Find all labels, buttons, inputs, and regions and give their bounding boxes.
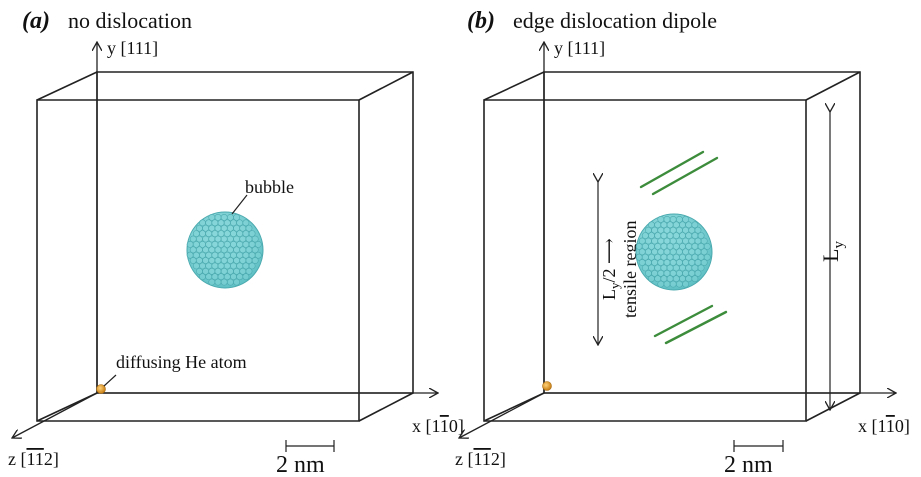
bubble-atom [226, 278, 234, 286]
bubble-atom [254, 251, 262, 259]
bubble-atom [214, 278, 222, 286]
bubble-atom [676, 280, 683, 288]
panel-a: (a) no dislocation y [111] x [110] z [11… [8, 8, 464, 477]
bubble-atom [694, 269, 702, 277]
ly-label: Ly [818, 241, 847, 262]
bubble-atom [691, 221, 699, 229]
bubble-atom [700, 237, 708, 245]
y-axis-label-a: y [111] [107, 38, 158, 58]
bubble-atom [657, 280, 665, 288]
scale-label-b: 2 nm [724, 452, 773, 477]
bubble-atom [663, 280, 671, 288]
bubble-atom [242, 219, 250, 227]
bubble-label: bubble [245, 177, 294, 197]
bubble-atom [233, 213, 240, 221]
scale-label-a: 2 nm [276, 452, 325, 477]
he-atom-label: diffusing He atom [116, 352, 247, 372]
bubble-atom [697, 232, 705, 239]
bubble-atom [233, 278, 240, 286]
bubble-atom [648, 275, 655, 283]
scale-bar-a [285, 440, 335, 452]
bubble-atom [245, 267, 253, 275]
panel-a-label: (a) [22, 8, 50, 34]
bubble-atom [691, 275, 699, 283]
panel-b-label: (b) [467, 8, 495, 34]
y-axis-label-b: y [111] [554, 38, 605, 58]
bubble-atom [700, 259, 708, 266]
bubble-atom [682, 215, 689, 223]
panel-b-title: edge dislocation dipole [513, 8, 717, 33]
z-axis-arrow-b [459, 392, 545, 438]
he-atom-a [96, 384, 106, 394]
bubble-atom [251, 257, 259, 264]
bubble-atom [703, 253, 711, 261]
panel-b: (b) edge dislocation dipole y [111] x [1… [455, 8, 910, 477]
scale-bar-b [733, 440, 784, 452]
x-axis-label-b: x [110] [858, 416, 910, 436]
bubble-atom [245, 224, 253, 232]
bubble-atom [220, 278, 228, 286]
tensile-region-label: tensile region [620, 221, 640, 318]
bubble-atom [697, 264, 705, 272]
z-axis-arrow-a [12, 392, 98, 438]
x-axis-label-a: x [110] [412, 416, 464, 436]
panel-a-title: no dislocation [68, 8, 192, 33]
bubble-atom [199, 273, 206, 281]
bubble-atom [700, 248, 708, 256]
bubble-atom [248, 262, 256, 270]
tensile-ly-label: Ly/2 ⟶ [599, 238, 622, 300]
dislocation-top [639, 150, 719, 196]
bubble-atom [242, 273, 250, 281]
bubble-a [186, 211, 264, 289]
z-axis-label-b: z [112] [455, 449, 506, 469]
bubble-atom [669, 280, 677, 288]
z-axis-label-a: z [112] [8, 449, 59, 469]
bubble-atom [703, 242, 711, 250]
axes-b [459, 42, 896, 438]
axes-a [12, 42, 438, 438]
dislocation-bottom [653, 304, 728, 345]
bubble-atom [251, 235, 259, 243]
bubble-atom [694, 226, 702, 234]
bubble-atom [254, 240, 262, 248]
bubble-b [635, 213, 713, 291]
bubble-atom [248, 230, 256, 237]
he-atom-b [542, 381, 552, 391]
bubble-atom [208, 278, 216, 286]
bubble-atom [682, 280, 689, 288]
bubble-atom [251, 246, 259, 254]
